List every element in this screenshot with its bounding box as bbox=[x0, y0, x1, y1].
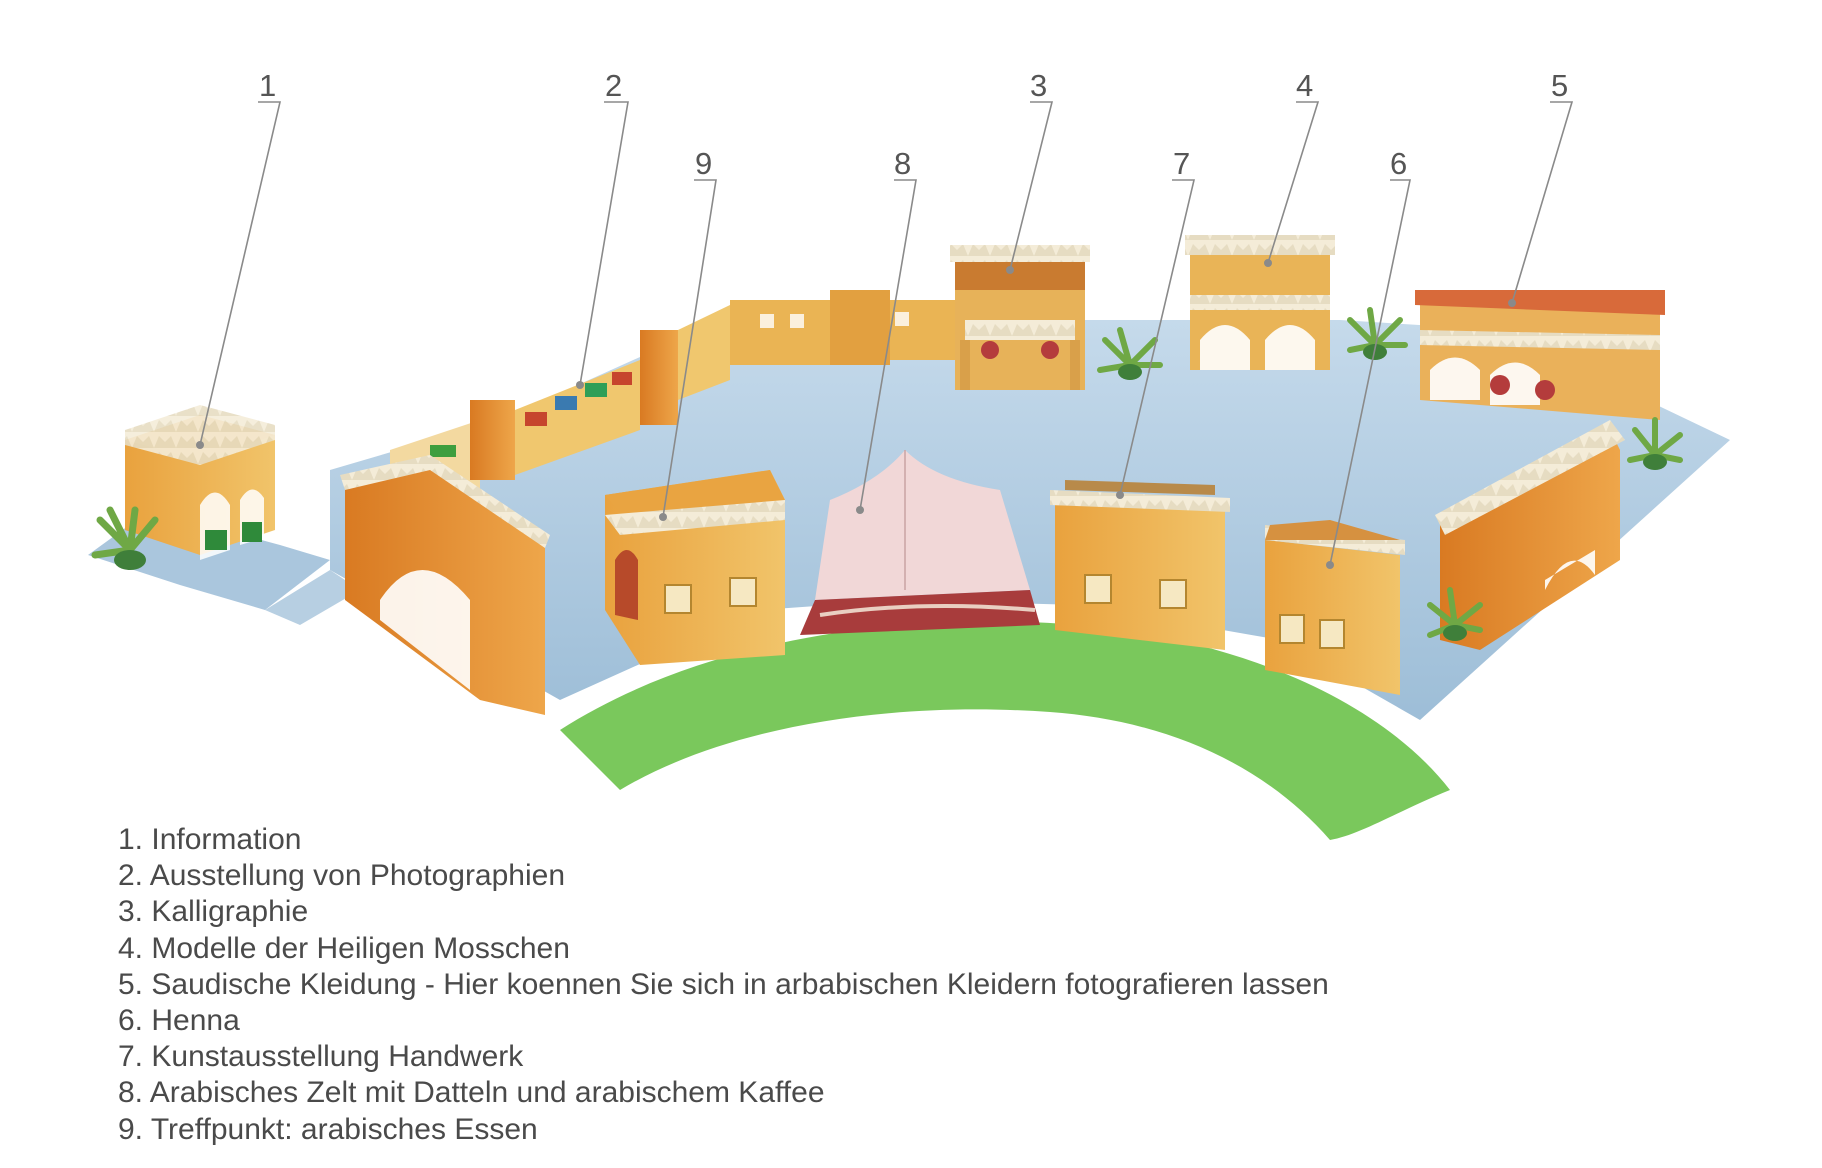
callout-9: 9 bbox=[659, 146, 717, 521]
palm-icon bbox=[91, 506, 159, 570]
callout-2: 2 bbox=[576, 68, 629, 389]
booth-tent bbox=[800, 450, 1040, 635]
lawn bbox=[560, 621, 1450, 840]
callout-number: 9 bbox=[695, 146, 712, 181]
booth-mosque-models bbox=[1185, 235, 1335, 370]
callout-number: 8 bbox=[894, 146, 911, 181]
callout-6: 6 bbox=[1326, 146, 1411, 569]
legend-text: Arabisches Zelt mit Datteln und arabisch… bbox=[149, 1076, 825, 1110]
legend-text: Kalligraphie bbox=[151, 895, 309, 929]
callout-1: 1 bbox=[196, 68, 282, 449]
legend-item: 4. Modelle der Heiligen Mosschen bbox=[118, 931, 1329, 967]
gate-left bbox=[340, 455, 550, 715]
callout-7: 7 bbox=[1116, 146, 1196, 499]
legend-item: 6. Henna bbox=[118, 1003, 1329, 1039]
legend-item: 1. Information bbox=[118, 822, 1329, 858]
legend-number: 6. bbox=[118, 1004, 144, 1038]
callout-3: 3 bbox=[1006, 68, 1054, 274]
booth-crafts bbox=[1050, 480, 1230, 650]
palm-icon bbox=[1097, 327, 1163, 380]
palm-icon bbox=[1627, 417, 1683, 470]
booth-henna bbox=[1265, 520, 1405, 695]
legend-list: 1. Information 2. Ausstellung von Photog… bbox=[118, 822, 1329, 1148]
callout-number: 1 bbox=[259, 68, 276, 103]
callout-number: 5 bbox=[1551, 68, 1568, 103]
callout-number: 4 bbox=[1296, 68, 1313, 103]
callout-number: 6 bbox=[1390, 146, 1407, 181]
booth-clothing bbox=[1415, 290, 1665, 420]
gate-right bbox=[1435, 420, 1625, 650]
callout-5: 5 bbox=[1508, 68, 1574, 307]
legend-number: 5. bbox=[118, 967, 144, 1001]
legend-text: Kunstausstellung Handwerk bbox=[151, 1040, 524, 1074]
legend-number: 8. bbox=[118, 1076, 144, 1110]
legend-text: Saudische Kleidung - Hier koennen Sie si… bbox=[151, 967, 1329, 1001]
legend-number: 7. bbox=[118, 1040, 144, 1074]
legend-number: 3. bbox=[118, 895, 144, 929]
exhibition-illustration: 1 2 3 4 5 6 7 bbox=[88, 68, 1730, 840]
legend-item: 2. Ausstellung von Photographien bbox=[118, 858, 1329, 894]
legend-item: 3. Kalligraphie bbox=[118, 894, 1329, 930]
legend-text: Henna bbox=[151, 1004, 240, 1038]
legend-text: Ausstellung von Photographien bbox=[149, 859, 566, 893]
callouts: 1 2 3 4 5 6 7 bbox=[196, 68, 1574, 569]
legend-number: 2. bbox=[118, 859, 144, 893]
legend-item: 9. Treffpunkt: arabisches Essen bbox=[118, 1112, 1329, 1148]
palm-icon bbox=[1427, 587, 1483, 641]
callout-number: 3 bbox=[1030, 68, 1047, 103]
callout-number: 7 bbox=[1173, 146, 1190, 181]
legend-item: 8. Arabisches Zelt mit Datteln und arabi… bbox=[118, 1075, 1329, 1111]
legend-number: 9. bbox=[118, 1112, 144, 1146]
legend-item: 7. Kunstausstellung Handwerk bbox=[118, 1039, 1329, 1075]
legend-item: 5. Saudische Kleidung - Hier koennen Sie… bbox=[118, 967, 1329, 1003]
legend-number: 1. bbox=[118, 823, 144, 856]
legend-text: Information bbox=[151, 823, 302, 856]
booth-calligraphy bbox=[950, 245, 1090, 390]
callout-number: 2 bbox=[605, 68, 622, 103]
callout-8: 8 bbox=[856, 146, 917, 514]
booth-meeting-food bbox=[605, 470, 785, 665]
callout-4: 4 bbox=[1264, 68, 1320, 267]
legend-number: 4. bbox=[118, 931, 144, 965]
booth-information bbox=[91, 405, 275, 570]
legend-text: Modelle der Heiligen Mosschen bbox=[151, 931, 570, 965]
legend-text: Treffpunkt: arabisches Essen bbox=[150, 1112, 538, 1146]
